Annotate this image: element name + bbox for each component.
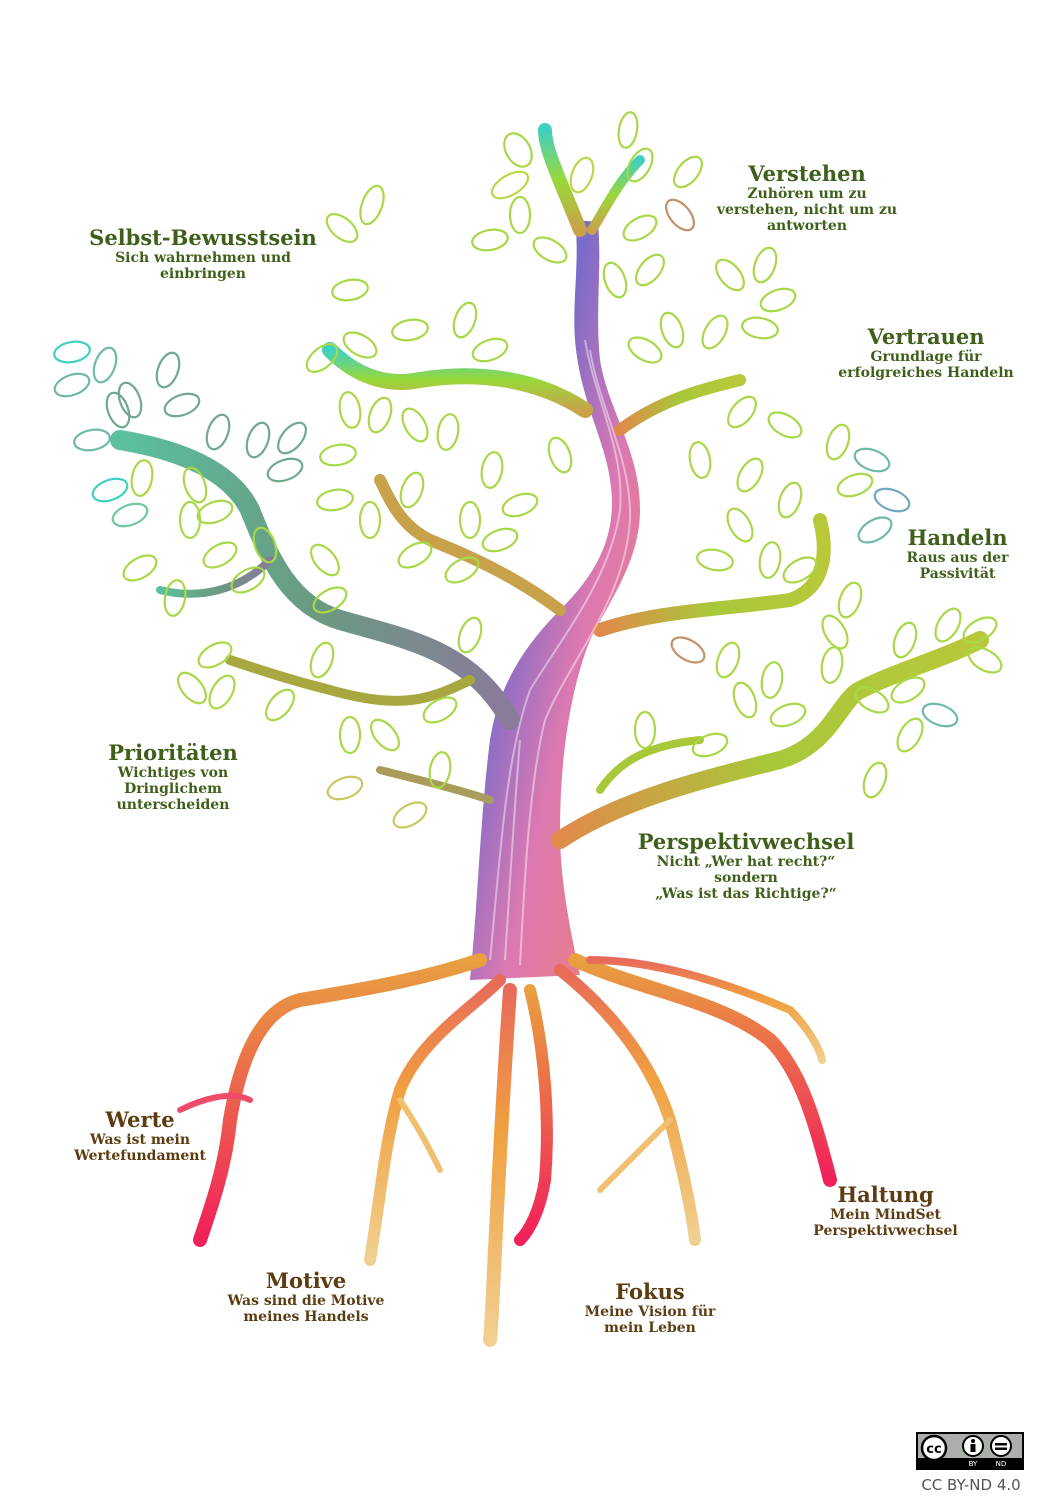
label-handeln-title: Handeln xyxy=(907,525,1008,550)
label-haltung-sub-1: Mein MindSet xyxy=(829,1207,942,1224)
label-fokus-sub-1: Meine Vision für xyxy=(584,1304,716,1321)
label-fokus: Fokus Meine Vision für mein Leben xyxy=(570,1279,730,1337)
cc-badge-nd-text: ND xyxy=(996,1460,1007,1468)
label-verstehen-title: Verstehen xyxy=(748,161,866,186)
label-motive: Motive Was sind die Motive meines Handel… xyxy=(212,1268,400,1326)
cc-badge-icon: cc BY ND xyxy=(918,1434,1022,1468)
cc-badge-by-text: BY xyxy=(969,1460,978,1468)
label-vertrauen-sub-2: erfolgreiches Handeln xyxy=(838,365,1014,382)
label-fokus-sub-2: mein Leben xyxy=(604,1320,696,1337)
label-motive-sub-2: meines Handels xyxy=(243,1309,369,1326)
label-werte-title: Werte xyxy=(105,1107,175,1132)
label-selbst-bewusstsein-sub-1: Sich wahrnehmen und xyxy=(115,250,291,267)
label-vertrauen-title: Vertrauen xyxy=(867,324,985,349)
label-prioritaeten-sub-2: Dringlichem xyxy=(124,781,222,798)
label-verstehen-sub-3: antworten xyxy=(766,218,848,235)
cc-badge-cc-text: cc xyxy=(926,1442,941,1457)
label-verstehen-sub-2: verstehen, nicht um zu xyxy=(716,202,898,219)
label-handeln-sub-2: Passivität xyxy=(919,566,996,583)
label-selbst-bewusstsein-title: Selbst-Bewusstsein xyxy=(89,225,317,250)
label-selbst-bewusstsein-sub-2: einbringen xyxy=(160,266,246,283)
label-fokus-title: Fokus xyxy=(615,1279,685,1304)
label-vertrauen: Vertrauen Grundlage für erfolgreiches Ha… xyxy=(832,324,1020,382)
label-werte-sub-1: Was ist mein xyxy=(89,1132,191,1149)
label-perspektivwechsel-sub-2: sondern xyxy=(714,870,778,887)
label-prioritaeten-title: Prioritäten xyxy=(108,740,238,765)
label-perspektivwechsel-sub-3: „Was ist das Richtige?“ xyxy=(655,886,837,903)
label-haltung: Haltung Mein MindSet Perspektivwechsel xyxy=(798,1182,973,1240)
label-perspektivwechsel-sub-1: Nicht „Wer hat recht?“ xyxy=(656,854,836,871)
label-selbst-bewusstsein: Selbst-Bewusstsein Sich wahrnehmen und e… xyxy=(88,225,318,283)
label-prioritaeten-sub-3: unterscheiden xyxy=(116,797,230,814)
label-verstehen: Verstehen Zuhören um zu verstehen, nicht… xyxy=(712,161,902,235)
label-prioritaeten: Prioritäten Wichtiges von Dringlichem un… xyxy=(93,740,253,814)
label-vertrauen-sub-1: Grundlage für xyxy=(870,349,982,366)
label-verstehen-sub-1: Zuhören um zu xyxy=(747,186,867,203)
label-haltung-title: Haltung xyxy=(837,1182,934,1207)
label-motive-sub-1: Was sind die Motive xyxy=(227,1293,385,1310)
label-werte: Werte Was ist mein Wertefundament xyxy=(60,1107,220,1165)
label-perspektivwechsel: Perspektivwechsel Nicht „Wer hat recht?“… xyxy=(630,829,862,903)
label-handeln-sub-1: Raus aus der xyxy=(906,550,1009,567)
label-perspektivwechsel-title: Perspektivwechsel xyxy=(637,829,855,854)
label-motive-title: Motive xyxy=(265,1268,347,1293)
label-haltung-sub-2: Perspektivwechsel xyxy=(813,1223,958,1240)
cc-license-badge[interactable]: cc BY ND xyxy=(916,1432,1024,1470)
license-text: CC BY-ND 4.0 xyxy=(921,1476,1021,1494)
label-prioritaeten-sub-1: Wichtiges von xyxy=(117,765,229,782)
label-werte-sub-2: Wertefundament xyxy=(74,1148,206,1165)
label-handeln: Handeln Raus aus der Passivität xyxy=(895,525,1020,583)
